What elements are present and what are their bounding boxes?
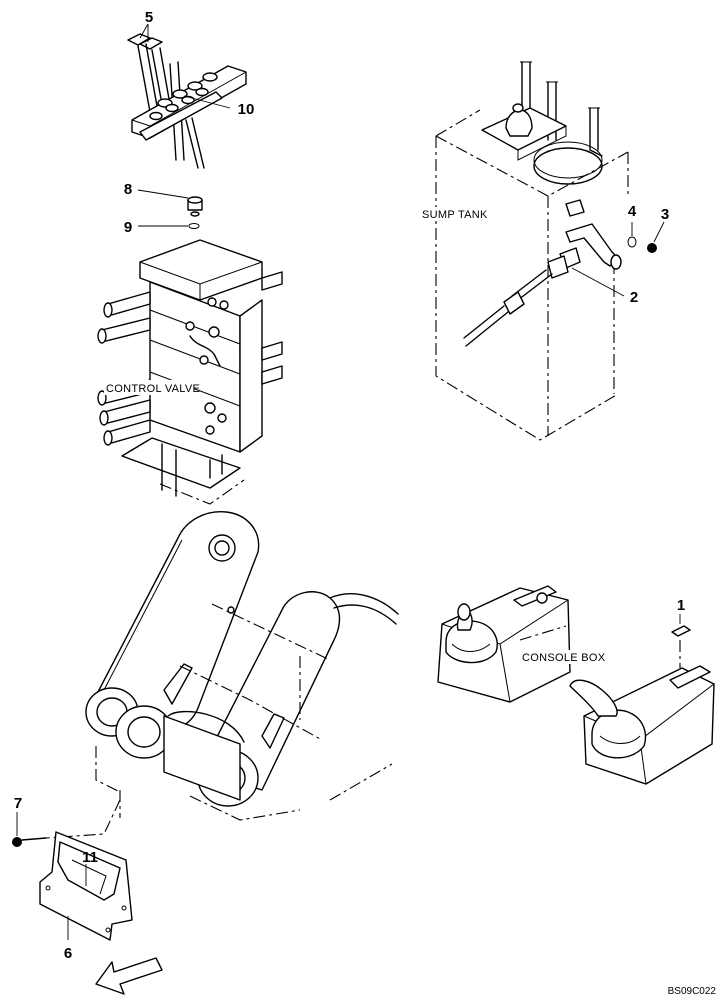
callout-6: 6 (64, 945, 72, 962)
console-box-caption-bg (520, 650, 594, 664)
callout-3: 3 (661, 206, 669, 223)
callout-5: 5 (145, 9, 153, 26)
leader-lines (16, 23, 681, 940)
callout-1: 1 (677, 597, 685, 614)
sump-tank (435, 61, 657, 441)
callout-8: 8 (124, 181, 132, 198)
callout-11: 11 (82, 849, 98, 866)
console-box-caption: CONSOLE BOX (522, 652, 606, 664)
control-valve (97, 196, 283, 505)
plate-6 (12, 831, 133, 941)
control-valve-caption: CONTROL VALVE (106, 383, 200, 395)
console-boxes (437, 585, 715, 785)
sump-tank-caption-bg (420, 207, 492, 221)
callout-2: 2 (630, 289, 638, 306)
callout-4: 4 (628, 203, 637, 220)
drawing-code: BS09C022 (668, 986, 717, 997)
hose-clamp-assembly (127, 33, 247, 169)
boom-assembly (45, 511, 399, 839)
sump-tank-caption: SUMP TANK (422, 209, 488, 221)
control-valve-caption-bg (104, 380, 194, 395)
callout-10: 10 (238, 101, 255, 118)
callout-7: 7 (14, 795, 22, 812)
front-arrow-icon (95, 957, 163, 995)
callout-9: 9 (124, 219, 132, 236)
